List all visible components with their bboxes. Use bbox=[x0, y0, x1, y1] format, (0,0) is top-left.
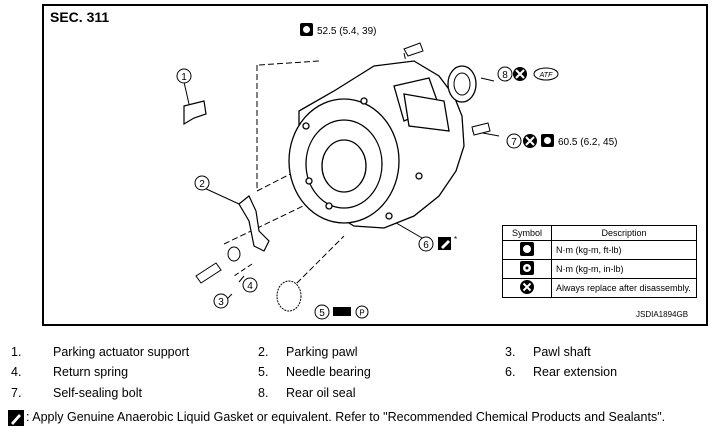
legend-label-7: Self-sealing bolt bbox=[53, 386, 142, 400]
legend-label-4: Return spring bbox=[53, 365, 129, 379]
torque-wrench-icon bbox=[541, 134, 554, 147]
liquid-gasket-icon bbox=[8, 410, 24, 426]
callout-1: 1 bbox=[176, 68, 192, 84]
legend-label-8: Rear oil seal bbox=[286, 386, 356, 400]
legend-num-7: 7. bbox=[11, 386, 22, 400]
atf-icon: ATF bbox=[533, 67, 559, 81]
svg-text:P: P bbox=[359, 309, 364, 318]
top-bolt bbox=[403, 42, 424, 57]
description-column-header: Description bbox=[551, 225, 697, 241]
svg-text:8: 8 bbox=[502, 70, 508, 81]
torque-wrench-icon bbox=[300, 23, 313, 36]
description-cell: Always replace after disassembly. bbox=[551, 278, 697, 298]
self-sealing-bolt bbox=[471, 122, 491, 136]
callout-2: 2 bbox=[194, 175, 210, 191]
legend-num-2: 2. bbox=[258, 345, 269, 359]
footnote: : Apply Genuine Anaerobic Liquid Gasket … bbox=[26, 410, 666, 424]
legend-num-3: 3. bbox=[505, 345, 516, 359]
legend-num-5: 5. bbox=[258, 365, 269, 379]
callout-7: 7 bbox=[506, 133, 522, 149]
liquid-gasket-icon bbox=[438, 237, 451, 250]
callout-4: 4 bbox=[242, 277, 258, 293]
callout-5: 5 bbox=[314, 304, 330, 320]
description-cell: N·m (kg-m, ft-lb) bbox=[551, 240, 697, 260]
torque-top-value: 52.5 (5.4, 39) bbox=[317, 26, 376, 37]
callout-6: 6 bbox=[418, 236, 434, 252]
symbol-table: Symbol Description N·m (kg-m, ft-lb) N·m… bbox=[502, 225, 697, 298]
exploded-view-drawing: 1 2 3 4 5 6 7 8 52.5 (5.4, 39) ATF 60.5 … bbox=[176, 23, 617, 320]
legend-label-3: Pawl shaft bbox=[533, 345, 591, 359]
svg-text:7: 7 bbox=[511, 137, 517, 148]
torque-wrench-icon bbox=[520, 242, 534, 256]
petroleum-jelly-icon: P bbox=[355, 305, 369, 319]
diagram-code: JSDIA1894GB bbox=[636, 310, 689, 319]
asterisk-mark: * bbox=[454, 235, 457, 244]
parking-actuator-support bbox=[183, 100, 207, 126]
legend-num-1: 1. bbox=[11, 345, 22, 359]
svg-text:ATF: ATF bbox=[539, 72, 553, 79]
legend-label-1: Parking actuator support bbox=[53, 345, 190, 359]
legend-num-4: 4. bbox=[11, 365, 22, 379]
diagram-frame bbox=[42, 4, 708, 326]
svg-text:6: 6 bbox=[423, 240, 429, 251]
table-row: N·m (kg-m, ft-lb) bbox=[502, 240, 697, 260]
table-row: N·m (kg-m, in-lb) bbox=[502, 259, 697, 279]
needle-bearing bbox=[276, 280, 302, 312]
legend-label-2: Parking pawl bbox=[286, 345, 358, 359]
svg-text:4: 4 bbox=[247, 281, 253, 292]
grease-icon bbox=[333, 307, 351, 316]
symbol-column-header: Symbol bbox=[502, 225, 552, 241]
svg-text:1: 1 bbox=[181, 72, 187, 83]
legend-label-6: Rear extension bbox=[533, 365, 618, 379]
torque-7-value: 60.5 (6.2, 45) bbox=[558, 137, 617, 148]
pawl-shaft bbox=[195, 262, 222, 284]
legend-num-6: 6. bbox=[505, 365, 516, 379]
rear-oil-seal-inner bbox=[453, 72, 471, 96]
always-replace-icon bbox=[513, 67, 527, 81]
description-cell: N·m (kg-m, in-lb) bbox=[551, 259, 697, 279]
torque-wrench-small-icon bbox=[520, 261, 534, 275]
return-spring bbox=[227, 246, 241, 262]
callout-3: 3 bbox=[213, 293, 229, 309]
always-replace-icon bbox=[520, 280, 534, 294]
svg-text:2: 2 bbox=[199, 179, 205, 190]
table-row: Always replace after disassembly. bbox=[502, 278, 697, 298]
always-replace-icon bbox=[523, 134, 537, 148]
legend-num-8: 8. bbox=[258, 386, 269, 400]
legend-label-5: Needle bearing bbox=[286, 365, 371, 379]
callout-8: 8 bbox=[497, 66, 513, 82]
section-label: SEC. 311 bbox=[50, 9, 110, 25]
svg-text:3: 3 bbox=[218, 297, 224, 308]
svg-text:5: 5 bbox=[319, 308, 325, 319]
rear-extension bbox=[288, 60, 465, 229]
parking-pawl bbox=[238, 195, 270, 252]
